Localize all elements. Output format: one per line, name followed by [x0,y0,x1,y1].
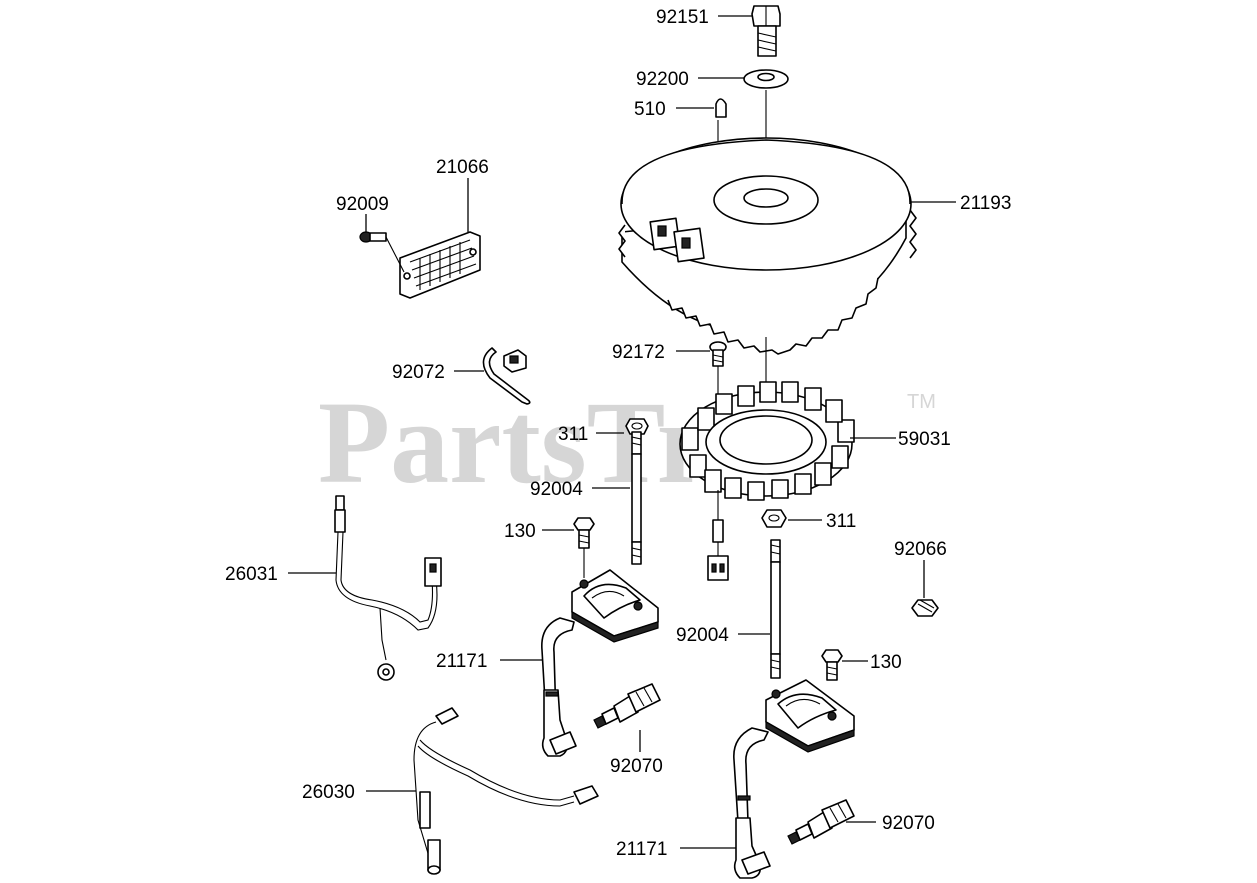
leader-lines [288,15,956,849]
screw-92172[interactable] [709,341,727,367]
callout-labels: 92151 92200 510 21193 21066 92009 92072 … [225,7,1011,860]
callout-92151[interactable]: 92151 [656,7,709,28]
stud-92004-right[interactable] [770,539,781,679]
clamp-92072[interactable] [482,347,531,405]
callout-26031[interactable]: 26031 [225,564,278,585]
washer-92200[interactable] [743,69,789,89]
callout-510[interactable]: 510 [634,99,666,120]
callout-21171-lower[interactable]: 21171 [616,839,667,860]
ignition-coil-21171-lower[interactable] [733,679,855,879]
stud-92004-left[interactable] [631,431,642,565]
callout-130-lower[interactable]: 130 [870,652,902,673]
callout-21193[interactable]: 21193 [960,193,1011,214]
regulator-21066[interactable] [399,231,481,299]
callout-92004-upper[interactable]: 92004 [530,479,583,500]
callout-92070-lower[interactable]: 92070 [882,813,935,834]
watermark-trademark: TM [907,391,936,413]
callout-92009[interactable]: 92009 [336,194,389,215]
ignition-coil-21171-upper[interactable] [541,569,659,757]
callout-92004-lower[interactable]: 92004 [676,625,729,646]
callout-311-left[interactable]: 311 [558,424,588,445]
callout-59031[interactable]: 59031 [898,429,951,450]
callout-21171-upper[interactable]: 21171 [436,651,487,672]
key-510[interactable] [715,98,727,118]
flywheel-21193[interactable] [618,137,917,355]
screw-92009[interactable] [359,231,405,273]
stator-lead-connector[interactable] [707,490,729,581]
spark-plug-92070-upper[interactable] [593,683,661,729]
spark-plug-92070-lower[interactable] [787,799,855,845]
bolt-92151[interactable] [751,5,781,57]
callout-92066[interactable]: 92066 [894,539,947,560]
bolt-130-right[interactable] [821,649,843,681]
callout-26030[interactable]: 26030 [302,782,355,803]
callout-92200[interactable]: 92200 [636,69,689,90]
nut-311-left[interactable] [625,418,649,435]
bolt-130-left[interactable] [573,517,595,578]
stator-59031[interactable] [679,381,855,501]
callout-21066[interactable]: 21066 [436,157,489,178]
harness-26030[interactable] [413,707,599,875]
harness-26031[interactable] [334,495,442,681]
stator-poles [681,381,855,501]
regulator-fins [419,242,461,290]
callout-92070-upper[interactable]: 92070 [610,756,663,777]
flywheel-teeth [618,209,917,355]
plug-92066[interactable] [911,599,939,617]
nut-311-right[interactable] [761,509,787,528]
callout-130-upper[interactable]: 130 [504,521,536,542]
callout-92172[interactable]: 92172 [612,342,665,363]
callout-92072[interactable]: 92072 [392,362,445,383]
callout-311-right[interactable]: 311 [826,511,856,532]
